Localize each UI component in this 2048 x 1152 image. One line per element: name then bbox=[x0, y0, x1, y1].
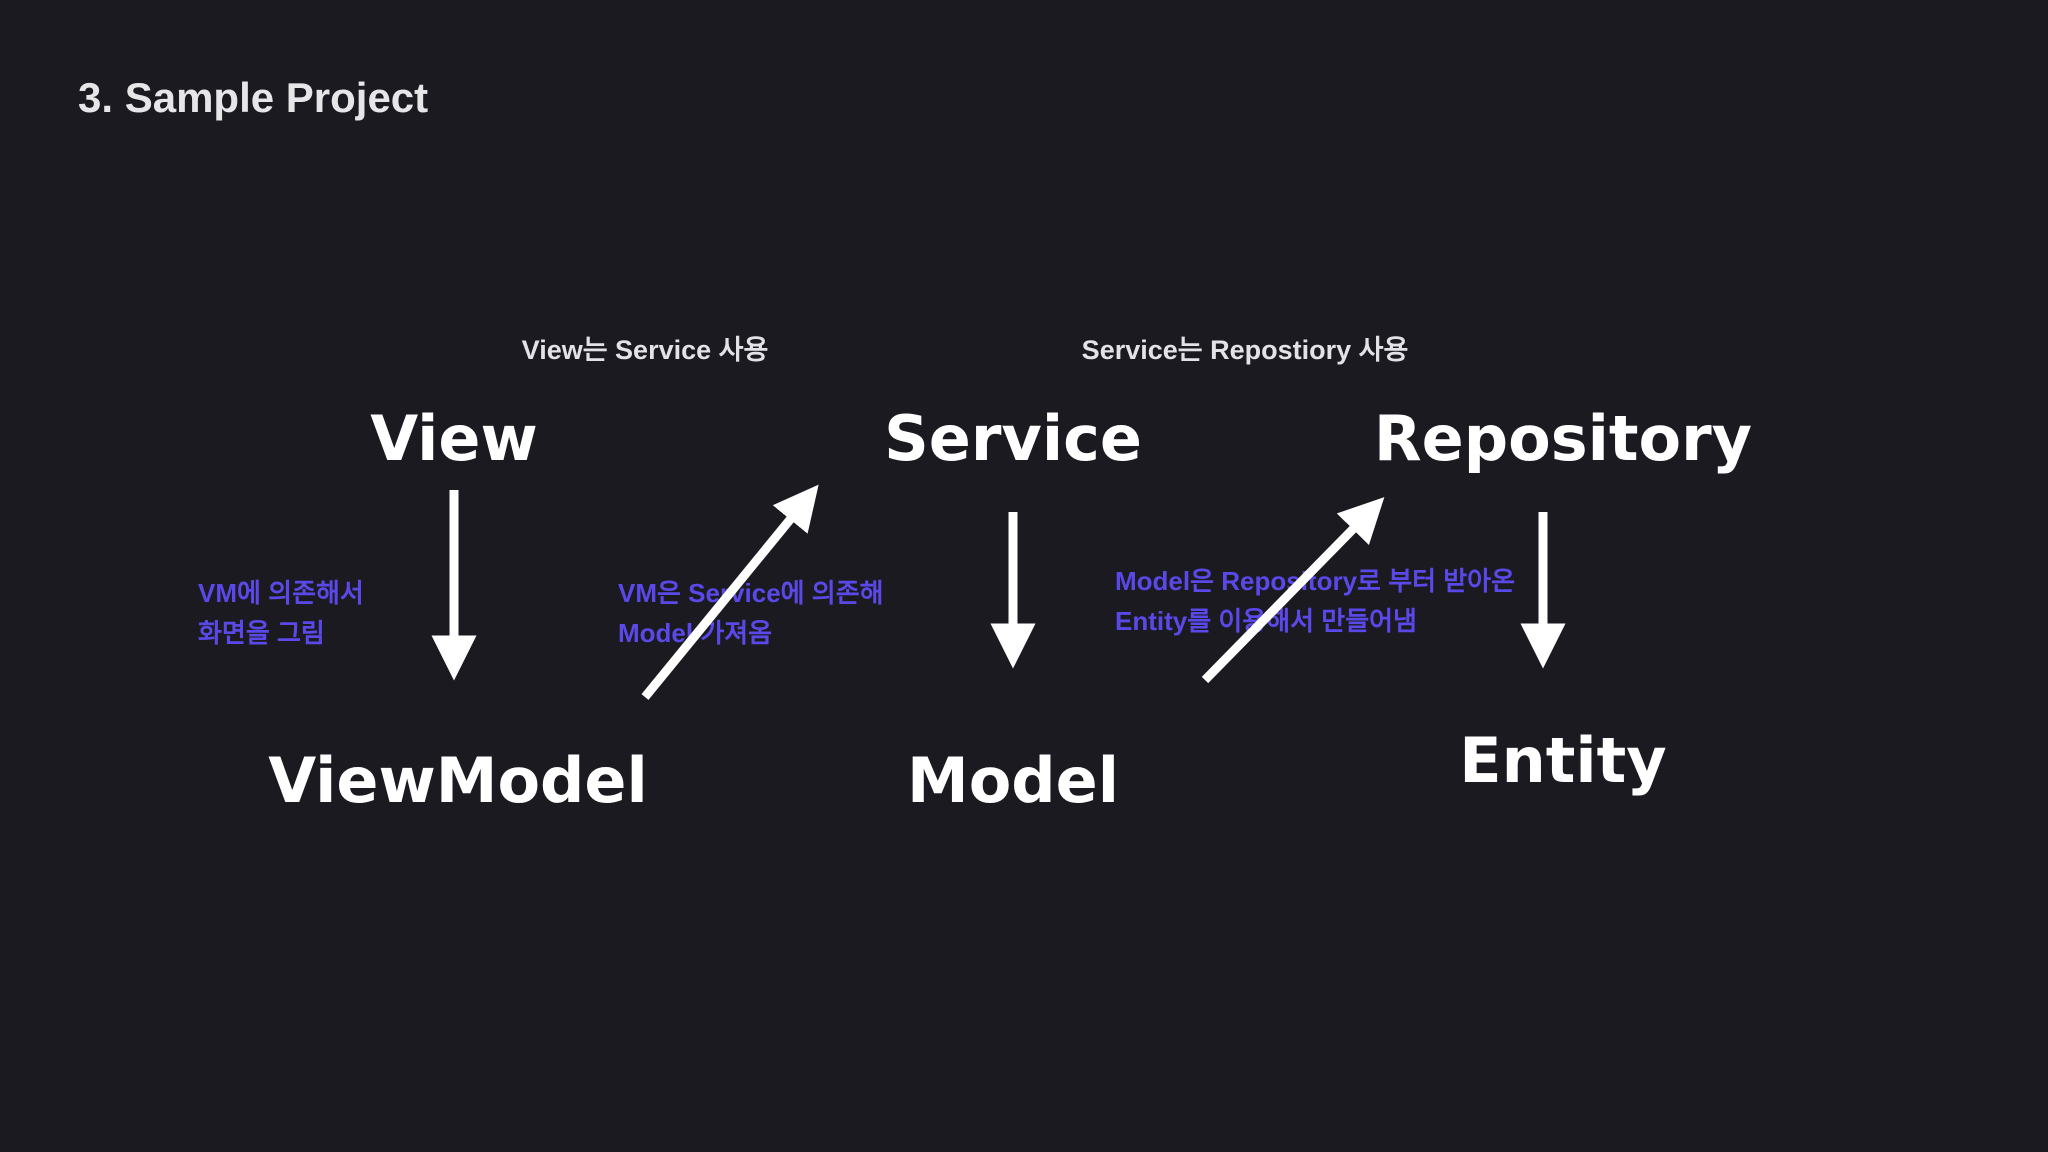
note-line: Entity를 이용해서 만들어냄 bbox=[1115, 606, 1417, 636]
note-line: Model 가져옴 bbox=[618, 618, 773, 648]
note-model-from-repository: Model은 Repository로 부터 받아온 Entity를 이용해서 만… bbox=[1115, 561, 1515, 641]
note-view-depends-on-vm: VM에 의존해서 화면을 그림 bbox=[198, 573, 364, 653]
note-line: 화면을 그림 bbox=[198, 618, 325, 648]
note-line: VM은 Service에 의존해 bbox=[618, 578, 884, 608]
node-service: Service bbox=[884, 402, 1142, 475]
note-line: VM에 의존해서 bbox=[198, 578, 364, 608]
node-view: View bbox=[370, 402, 538, 475]
caption-view-uses-service: View는 Service 사용 bbox=[521, 335, 769, 365]
node-viewmodel: ViewModel bbox=[268, 744, 648, 817]
caption-service-uses-repository: Service는 Repostiory 사용 bbox=[1081, 335, 1409, 365]
note-vm-depends-on-service: VM은 Service에 의존해 Model 가져옴 bbox=[618, 573, 884, 653]
node-model: Model bbox=[907, 744, 1119, 817]
node-repository: Repository bbox=[1373, 402, 1753, 475]
slide-title: 3. Sample Project bbox=[78, 74, 429, 121]
note-line: Model은 Repository로 부터 받아온 bbox=[1115, 566, 1516, 596]
node-entity: Entity bbox=[1459, 724, 1667, 797]
